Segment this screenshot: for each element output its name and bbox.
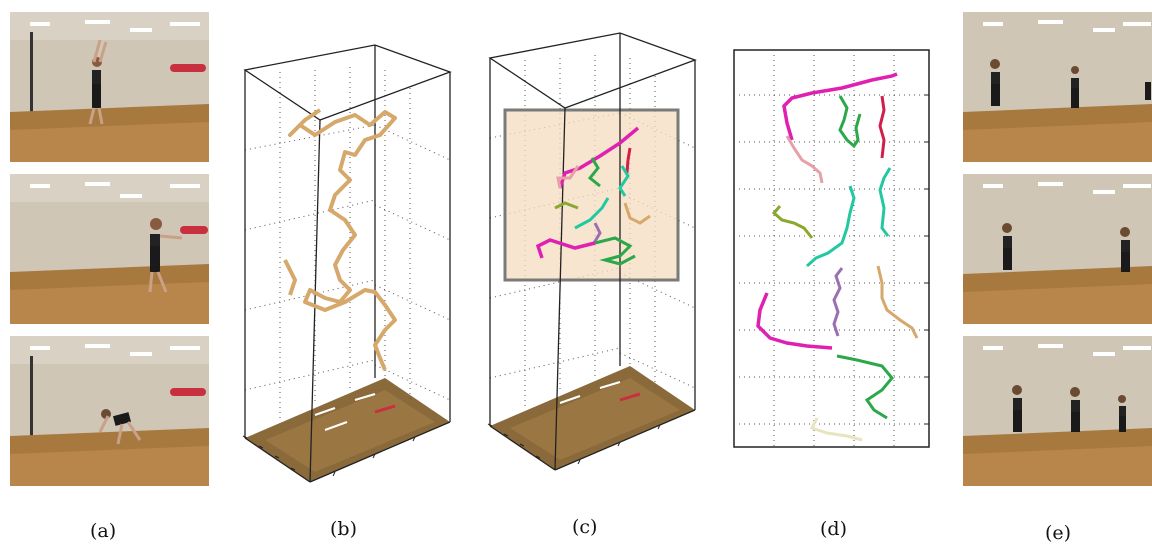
segment-green-2 [594, 236, 636, 266]
segment-red [625, 147, 632, 174]
d-magenta-bottom [756, 292, 833, 350]
grid-b [244, 67, 451, 420]
frame-e1-image [963, 12, 1152, 162]
box-b [243, 44, 452, 483]
d-magenta-top [782, 72, 898, 141]
volume-b [242, 44, 452, 483]
panel-d [732, 48, 932, 450]
frame-a2-image [10, 174, 209, 324]
frame-a1 [10, 12, 209, 162]
d-olive [771, 205, 814, 239]
d-tan [876, 265, 919, 339]
segment-tan [623, 202, 651, 225]
d-red [878, 95, 886, 159]
segment-purple [592, 222, 602, 244]
plot-d [733, 49, 930, 448]
frame-a3 [10, 336, 209, 486]
panel-e [963, 12, 1152, 487]
frame-a3-image [10, 336, 209, 486]
d-green-bottom [836, 354, 894, 420]
highlight-box [503, 108, 680, 282]
box-c [488, 32, 697, 471]
caption-d: (d) [820, 518, 847, 540]
segment-olive [554, 201, 579, 210]
segment-pink [556, 165, 580, 189]
segment-teal-2 [574, 197, 610, 230]
d-pink [785, 135, 824, 184]
frame-e3 [963, 336, 1152, 486]
grid-d [734, 50, 929, 447]
frame-e1 [963, 12, 1152, 162]
d-green-top [838, 95, 862, 149]
panel-a [10, 12, 209, 487]
frame-e2-image [963, 174, 1152, 324]
caption-c: (c) [572, 516, 598, 538]
frame-e2 [963, 174, 1152, 324]
d-teal-mid [806, 185, 856, 268]
caption-a: (a) [90, 520, 117, 542]
segment-teal-1 [618, 165, 630, 197]
panel-c [480, 28, 705, 488]
d-cream [809, 417, 863, 442]
caption-e: (e) [1045, 522, 1072, 544]
trajectory-b [288, 108, 397, 371]
d-purple [832, 267, 844, 337]
frame-e3-image [963, 336, 1152, 486]
segment-green-1 [587, 157, 601, 188]
d-teal-right [878, 167, 892, 237]
frame-a1-image [10, 12, 209, 162]
segment-magenta-bottom [535, 238, 596, 259]
caption-b: (b) [330, 518, 357, 540]
volume-c [487, 32, 697, 471]
segment-magenta-top [558, 126, 640, 189]
panel-b [235, 40, 460, 490]
frame-a2 [10, 174, 209, 324]
